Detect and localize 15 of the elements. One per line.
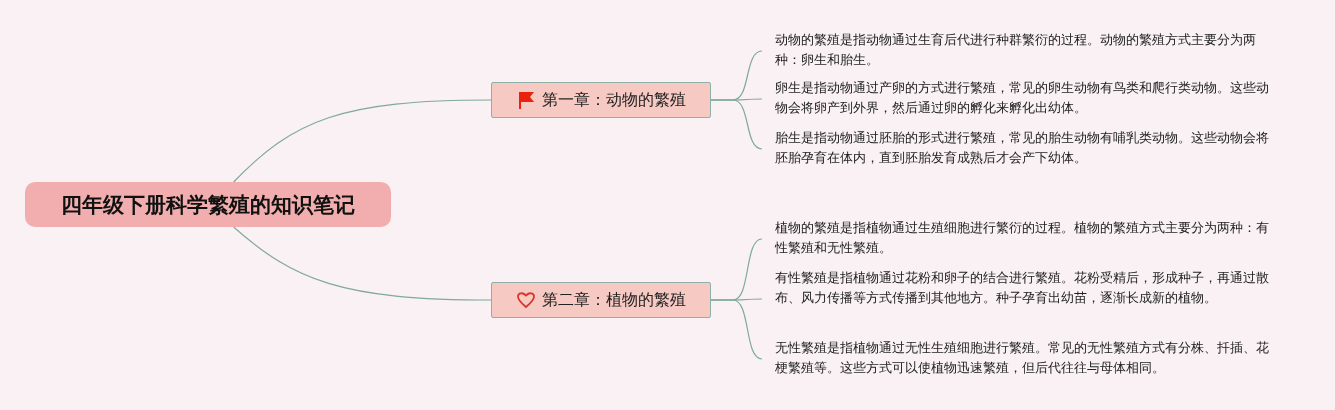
chapter-box <box>491 282 711 318</box>
note-text: 无性繁殖是指植物通过无性生殖细胞进行繁殖。常见的无性繁殖方式有分株、扦插、花梗繁殖等。这些方式可以使植物迅速繁殖，但后代往往与母体相同。 <box>762 338 1272 380</box>
note-text: 卵生是指动物通过产卵的方式进行繁殖，常见的卵生动物有鸟类和爬行类动物。这些动物会将卵产到外界，然后通过卵的孵化来孵化出幼体。 <box>762 78 1272 120</box>
note-text: 植物的繁殖是指植物通过生殖细胞进行繁衍的过程。植物的繁殖方式主要分为两种：有性繁殖和无性繁殖。 <box>762 218 1272 260</box>
root-topic-box: 四年级下册科学繁殖的知识笔记 <box>25 182 391 227</box>
connector-line <box>233 99 492 183</box>
note-text: 胎生是指动物通过胚胎的形式进行繁殖，常见的胎生动物有哺乳类动物。这些动物会将胚胎孕育在体内，直到胚胎发育成熟后才会产下幼体。 <box>762 128 1272 170</box>
connector-line <box>710 99 763 150</box>
connector-line <box>233 226 492 301</box>
note-text: 有性繁殖是指植物通过花粉和卵子的结合进行繁殖。花粉受精后，形成种子，再通过散布、风力传播等方式传播到其他地方。种子孕育出幼苗，逐渐长成新的植物。 <box>762 268 1272 330</box>
chapter-box <box>491 82 711 118</box>
chapter-title: 第二章：植物的繁殖 <box>542 289 686 310</box>
note-text: 动物的繁殖是指动物通过生育后代进行种群繁衍的过程。动物的繁殖方式主要分为两种：卵生和胎生。 <box>762 30 1272 72</box>
chapter-title: 第一章：动物的繁殖 <box>542 89 686 110</box>
connector-line <box>710 299 763 360</box>
